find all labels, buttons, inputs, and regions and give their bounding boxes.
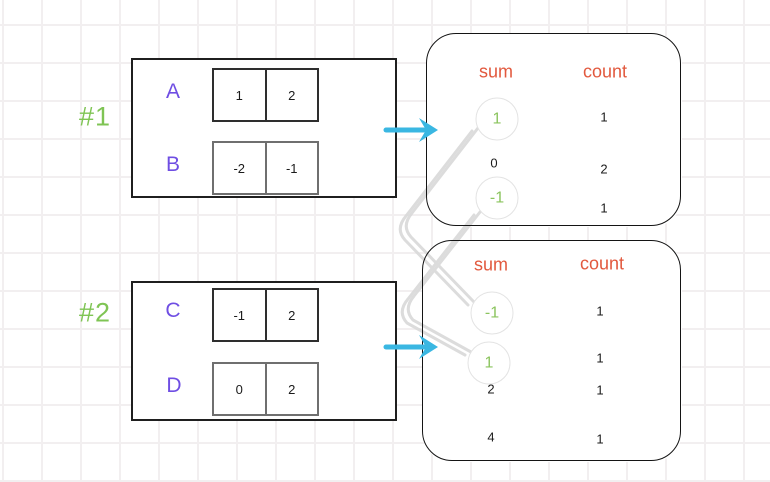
group1-label: #1: [78, 101, 112, 132]
table2-row4-sum: 4: [487, 429, 495, 445]
table2-row3-sum: 2: [487, 381, 495, 397]
table2-count-header: count: [579, 253, 625, 274]
array-a-cell-0: 1: [235, 87, 243, 103]
cell-divider: [264, 364, 267, 414]
table2-row1-count: 1: [596, 303, 604, 319]
connector-sumneg1-to-sum1: [406, 210, 482, 354]
group2-label: #2: [78, 297, 112, 328]
array-d-cell-0: 0: [235, 381, 243, 397]
table2-sum-header: sum: [473, 254, 509, 275]
table1-count-header: count: [582, 61, 628, 82]
table1-row2-sum: 0: [490, 155, 498, 171]
table1-box-fill: [426, 33, 682, 227]
arrow-group2-to-table2: [383, 335, 438, 359]
array-b-label: B: [165, 153, 181, 176]
array-d-cells: 0 2: [212, 362, 319, 416]
table1-row2-count: 2: [600, 161, 608, 177]
cell-divider: [264, 290, 267, 340]
table1-row1-count: 1: [600, 109, 608, 125]
array-b-cell-1: -1: [285, 160, 298, 176]
table2-row1-sum: -1: [484, 304, 500, 321]
table1-row1-sum: 1: [492, 110, 502, 127]
array-d-cell-1: 2: [288, 381, 296, 397]
connector-sumneg1-to-sum1-sketch: [400, 213, 476, 357]
array-c-cells: -1 2: [212, 288, 319, 342]
table2-sum-circled-neg1: -1: [470, 291, 514, 335]
array-a-label: A: [165, 80, 181, 103]
array-c-label: C: [165, 299, 181, 322]
array-a-cell-1: 2: [288, 87, 296, 103]
array-b-cells: -2 -1: [212, 141, 319, 195]
table2-row4-count: 1: [596, 431, 604, 447]
table1-sum-circled-1: 1: [475, 97, 519, 141]
cell-divider: [264, 143, 267, 193]
table2-sum-circled-1: 1: [467, 341, 511, 385]
table1-row3-sum: -1: [489, 189, 505, 206]
table1-sum-circled-neg1: -1: [475, 176, 519, 220]
connector-sum1-to-sum-neg1-sketch: [398, 129, 474, 307]
table2-row2-count: 1: [596, 350, 604, 366]
array-d-label: D: [166, 374, 182, 397]
table1-row3-count: 1: [600, 200, 608, 216]
array-c-cell-1: 2: [288, 307, 296, 323]
cell-divider: [264, 70, 267, 120]
array-b-cell-0: -2: [233, 160, 246, 176]
connector-sum1-to-sum-neg1: [404, 126, 480, 304]
array-a-cells: 1 2: [212, 68, 319, 122]
table2-row3-count: 1: [596, 382, 604, 398]
table2-row2-sum: 1: [484, 354, 494, 371]
table1-sum-header: sum: [478, 61, 514, 82]
arrow-group1-to-table1: [383, 118, 438, 142]
table2-box-fill: [422, 240, 682, 462]
array-c-cell-0: -1: [233, 307, 246, 323]
